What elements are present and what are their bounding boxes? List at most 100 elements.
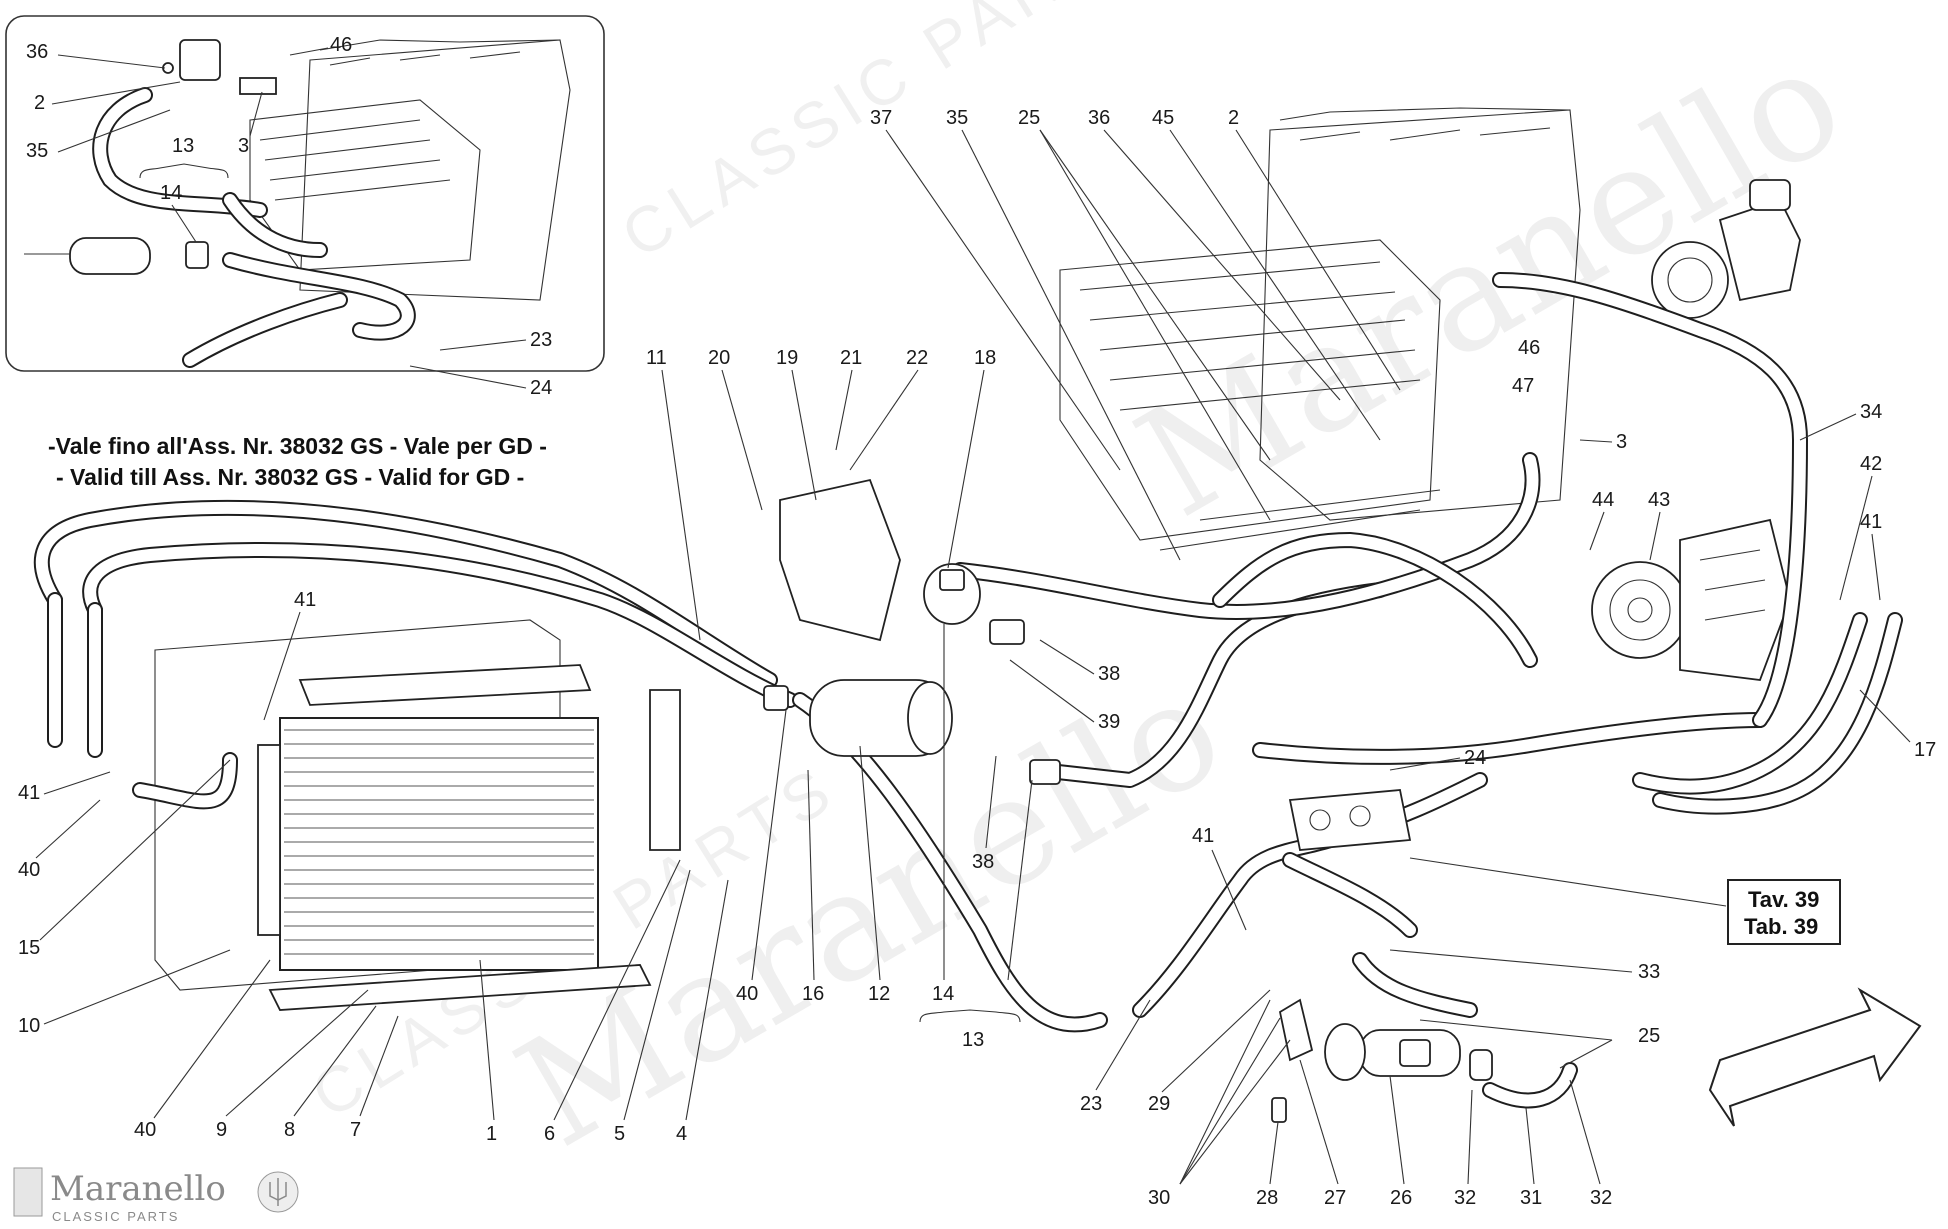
heat-shield [779, 478, 901, 642]
callout-23: 23 [1080, 1093, 1102, 1115]
callout-3: 3 [238, 135, 249, 157]
callout-34: 34 [1860, 401, 1882, 423]
callout-20: 20 [708, 347, 730, 369]
inset-pressure-switch [185, 241, 209, 269]
callout-45: 45 [1152, 107, 1174, 129]
callout-41b: 41 [18, 782, 40, 804]
inset-panel: 36 2 35 13 14 3 46 23 24 [5, 15, 605, 399]
callout-31: 31 [1520, 1187, 1542, 1209]
callout-7: 7 [350, 1119, 361, 1141]
callout-18: 18 [974, 347, 996, 369]
direction-arrow [1708, 987, 1922, 1127]
callout-47: 47 [1512, 375, 1534, 397]
callout-41: 41 [1860, 511, 1882, 533]
callout-35: 35 [26, 140, 48, 162]
callout-41a: 41 [294, 589, 316, 611]
callout-4: 4 [676, 1123, 687, 1145]
watermark-text: CLASSIC PARTS [609, 0, 1159, 272]
inset-receiver-drier [69, 237, 151, 275]
callout-21: 21 [840, 347, 862, 369]
compressor-bottom [1591, 518, 1791, 681]
condenser [154, 619, 681, 1011]
receiver-drier [763, 679, 1061, 785]
callout-9: 9 [216, 1119, 227, 1141]
callout-8: 8 [284, 1119, 295, 1141]
callout-14: 14 [160, 182, 182, 204]
reference-box: Tav. 39 Tab. 39 [1409, 857, 1841, 945]
callout-19: 19 [776, 347, 798, 369]
side-bracket [649, 689, 681, 851]
callout-32b: 32 [1590, 1187, 1612, 1209]
condenser-bottom-bracket [268, 964, 652, 1011]
refrigerant-lines [33, 272, 1903, 1109]
callout-46: 46 [1518, 337, 1540, 359]
validity-note-it: -Vale fino all'Ass. Nr. 38032 GS - Vale … [48, 433, 547, 459]
callout-23: 23 [530, 329, 552, 351]
callout-3: 3 [1616, 431, 1627, 453]
callout-24: 24 [530, 377, 552, 399]
callout-11: 11 [646, 347, 667, 369]
callout-16: 16 [802, 983, 824, 1005]
callout-46: 46 [330, 34, 352, 56]
reference-box-frame [1727, 879, 1841, 945]
callout-2: 2 [34, 92, 45, 114]
brand-subtitle: CLASSIC PARTS [52, 1209, 179, 1224]
callout-36: 36 [1088, 107, 1110, 129]
callout-29: 29 [1148, 1093, 1170, 1115]
heater-unit [1059, 107, 1581, 551]
validity-note-en: - Valid till Ass. Nr. 38032 GS - Valid f… [56, 464, 524, 490]
inset-evaporator [249, 99, 481, 271]
callout-12: 12 [868, 983, 890, 1005]
callout-26: 26 [1390, 1187, 1412, 1209]
pipe-clamp [1288, 789, 1412, 851]
reference-line-1: Tav. 39 [1748, 887, 1819, 912]
callout-15: 15 [18, 937, 40, 959]
callout-40c: 40 [736, 983, 758, 1005]
inset-valve [179, 39, 221, 81]
condenser-fins [284, 729, 594, 955]
compressor-top [1651, 179, 1801, 319]
callout-35: 35 [946, 107, 968, 129]
ferrari-shield-icon [13, 1167, 43, 1217]
callout-39: 39 [1098, 711, 1120, 733]
callout-13: 13 [962, 1029, 984, 1051]
callout-17: 17 [1914, 739, 1936, 761]
callout-38: 38 [1098, 663, 1120, 685]
condenser-side-tank [257, 744, 281, 936]
callout-43: 43 [1648, 489, 1670, 511]
condenser-core [279, 717, 599, 971]
inset-bracket [239, 77, 277, 95]
callout-40: 40 [18, 859, 40, 881]
callout-2: 2 [1228, 107, 1239, 129]
callout-40b: 40 [134, 1119, 156, 1141]
callout-13: 13 [172, 135, 194, 157]
inset-frame [5, 15, 605, 372]
callout-25b: 25 [1638, 1025, 1660, 1047]
callout-44: 44 [1592, 489, 1614, 511]
water-pump [1271, 998, 1493, 1123]
callout-28: 28 [1256, 1187, 1278, 1209]
brand-name: Maranello [50, 1169, 226, 1209]
pressure-switch [923, 563, 1025, 645]
callout-41c: 41 [1192, 825, 1214, 847]
callout-6: 6 [544, 1123, 555, 1145]
callouts: 37 35 25 36 45 2 11 20 19 21 22 18 46 47… [18, 107, 1936, 1209]
brand-logo: Maranello CLASSIC PARTS [13, 1167, 299, 1224]
evaporator-housing [1059, 239, 1441, 541]
callout-37: 37 [870, 107, 892, 129]
callout-32: 32 [1454, 1187, 1476, 1209]
condenser-top-bracket [298, 664, 592, 706]
callout-10: 10 [18, 1015, 40, 1037]
callout-22: 22 [906, 347, 928, 369]
callout-33: 33 [1638, 961, 1660, 983]
callout-14: 14 [932, 983, 954, 1005]
callout-25: 25 [1018, 107, 1040, 129]
callout-38b: 38 [972, 851, 994, 873]
reference-line-2: Tab. 39 [1744, 914, 1818, 939]
callout-36: 36 [26, 41, 48, 63]
callout-1: 1 [486, 1123, 497, 1145]
callout-5: 5 [614, 1123, 625, 1145]
inset-heater-box [299, 39, 571, 301]
